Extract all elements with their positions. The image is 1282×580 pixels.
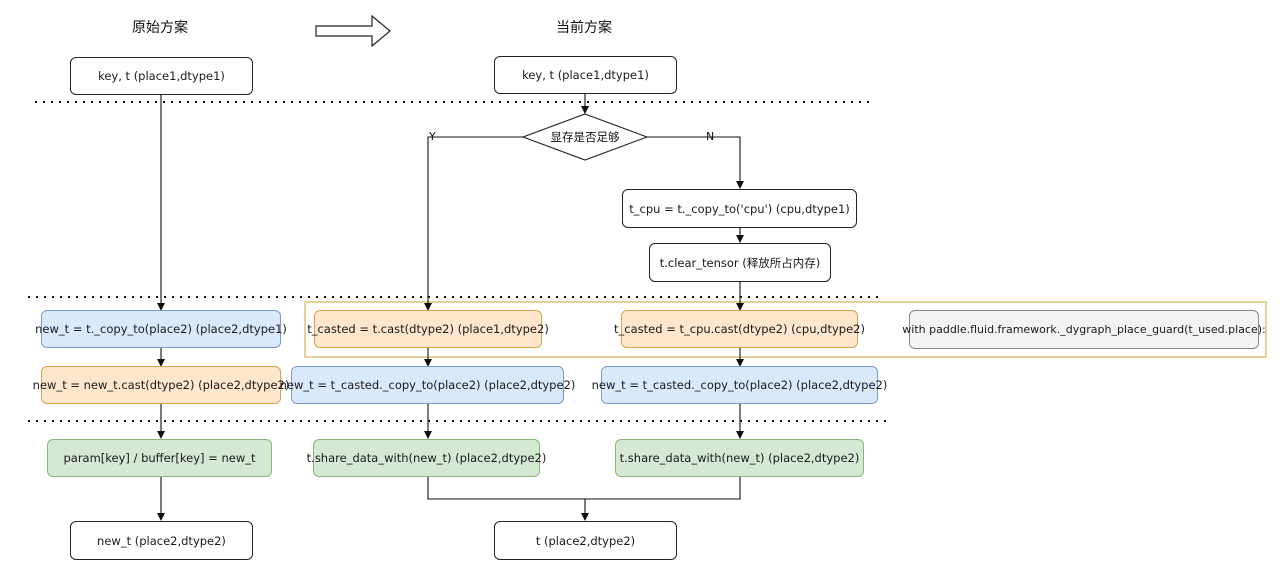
share-no-node: t.share_data_with(new_t) (place2,dtype2) [615,439,864,477]
right-end-node: t (place2,dtype2) [494,521,677,560]
left-copy-node: new_t = t._copy_to(place2) (place2,dtype… [35,310,287,348]
copy-no-node: new_t = t_casted._copy_to(place2) (place… [592,366,887,404]
place-guard-frame [304,301,1267,358]
right-start-node: key, t (place1,dtype1) [494,56,677,94]
yes-branch-label: Y [429,130,436,143]
memory-decision-diamond [521,113,649,161]
title-current-scheme: 当前方案 [556,20,612,36]
place-guard-note: with paddle.fluid.framework._dygraph_pla… [902,310,1266,349]
left-cast-node: new_t = new_t.cast(dtype2) (place2,dtype… [33,366,289,404]
title-original-scheme: 原始方案 [132,20,188,36]
memory-decision-label: 显存是否足够 [550,130,620,144]
left-assign-node: param[key] / buffer[key] = new_t [47,439,272,477]
connector-no-branch [647,136,744,189]
cast-no-node: t_casted = t_cpu.cast(dtype2) (cpu,dtype… [614,310,865,348]
clear-tensor-node: t.clear_tensor (释放所占内存) [649,243,831,282]
copy-yes-node: new_t = t_casted._copy_to(place2) (place… [280,366,575,404]
cast-yes-node: t_casted = t.cast(dtype2) (place1,dtype2… [307,310,549,348]
cpu-copy-node: t_cpu = t._copy_to('cpu') (cpu,dtype1) [622,189,857,228]
no-branch-label: N [706,130,715,143]
left-start-node: key, t (place1,dtype1) [70,57,253,95]
connector-merge-yes [427,477,741,500]
left-end-node: new_t (place2,dtype2) [70,521,253,560]
share-yes-node: t.share_data_with(new_t) (place2,dtype2) [307,439,546,477]
transition-arrow-icon [315,14,391,48]
connector-yes-branch [424,136,523,311]
